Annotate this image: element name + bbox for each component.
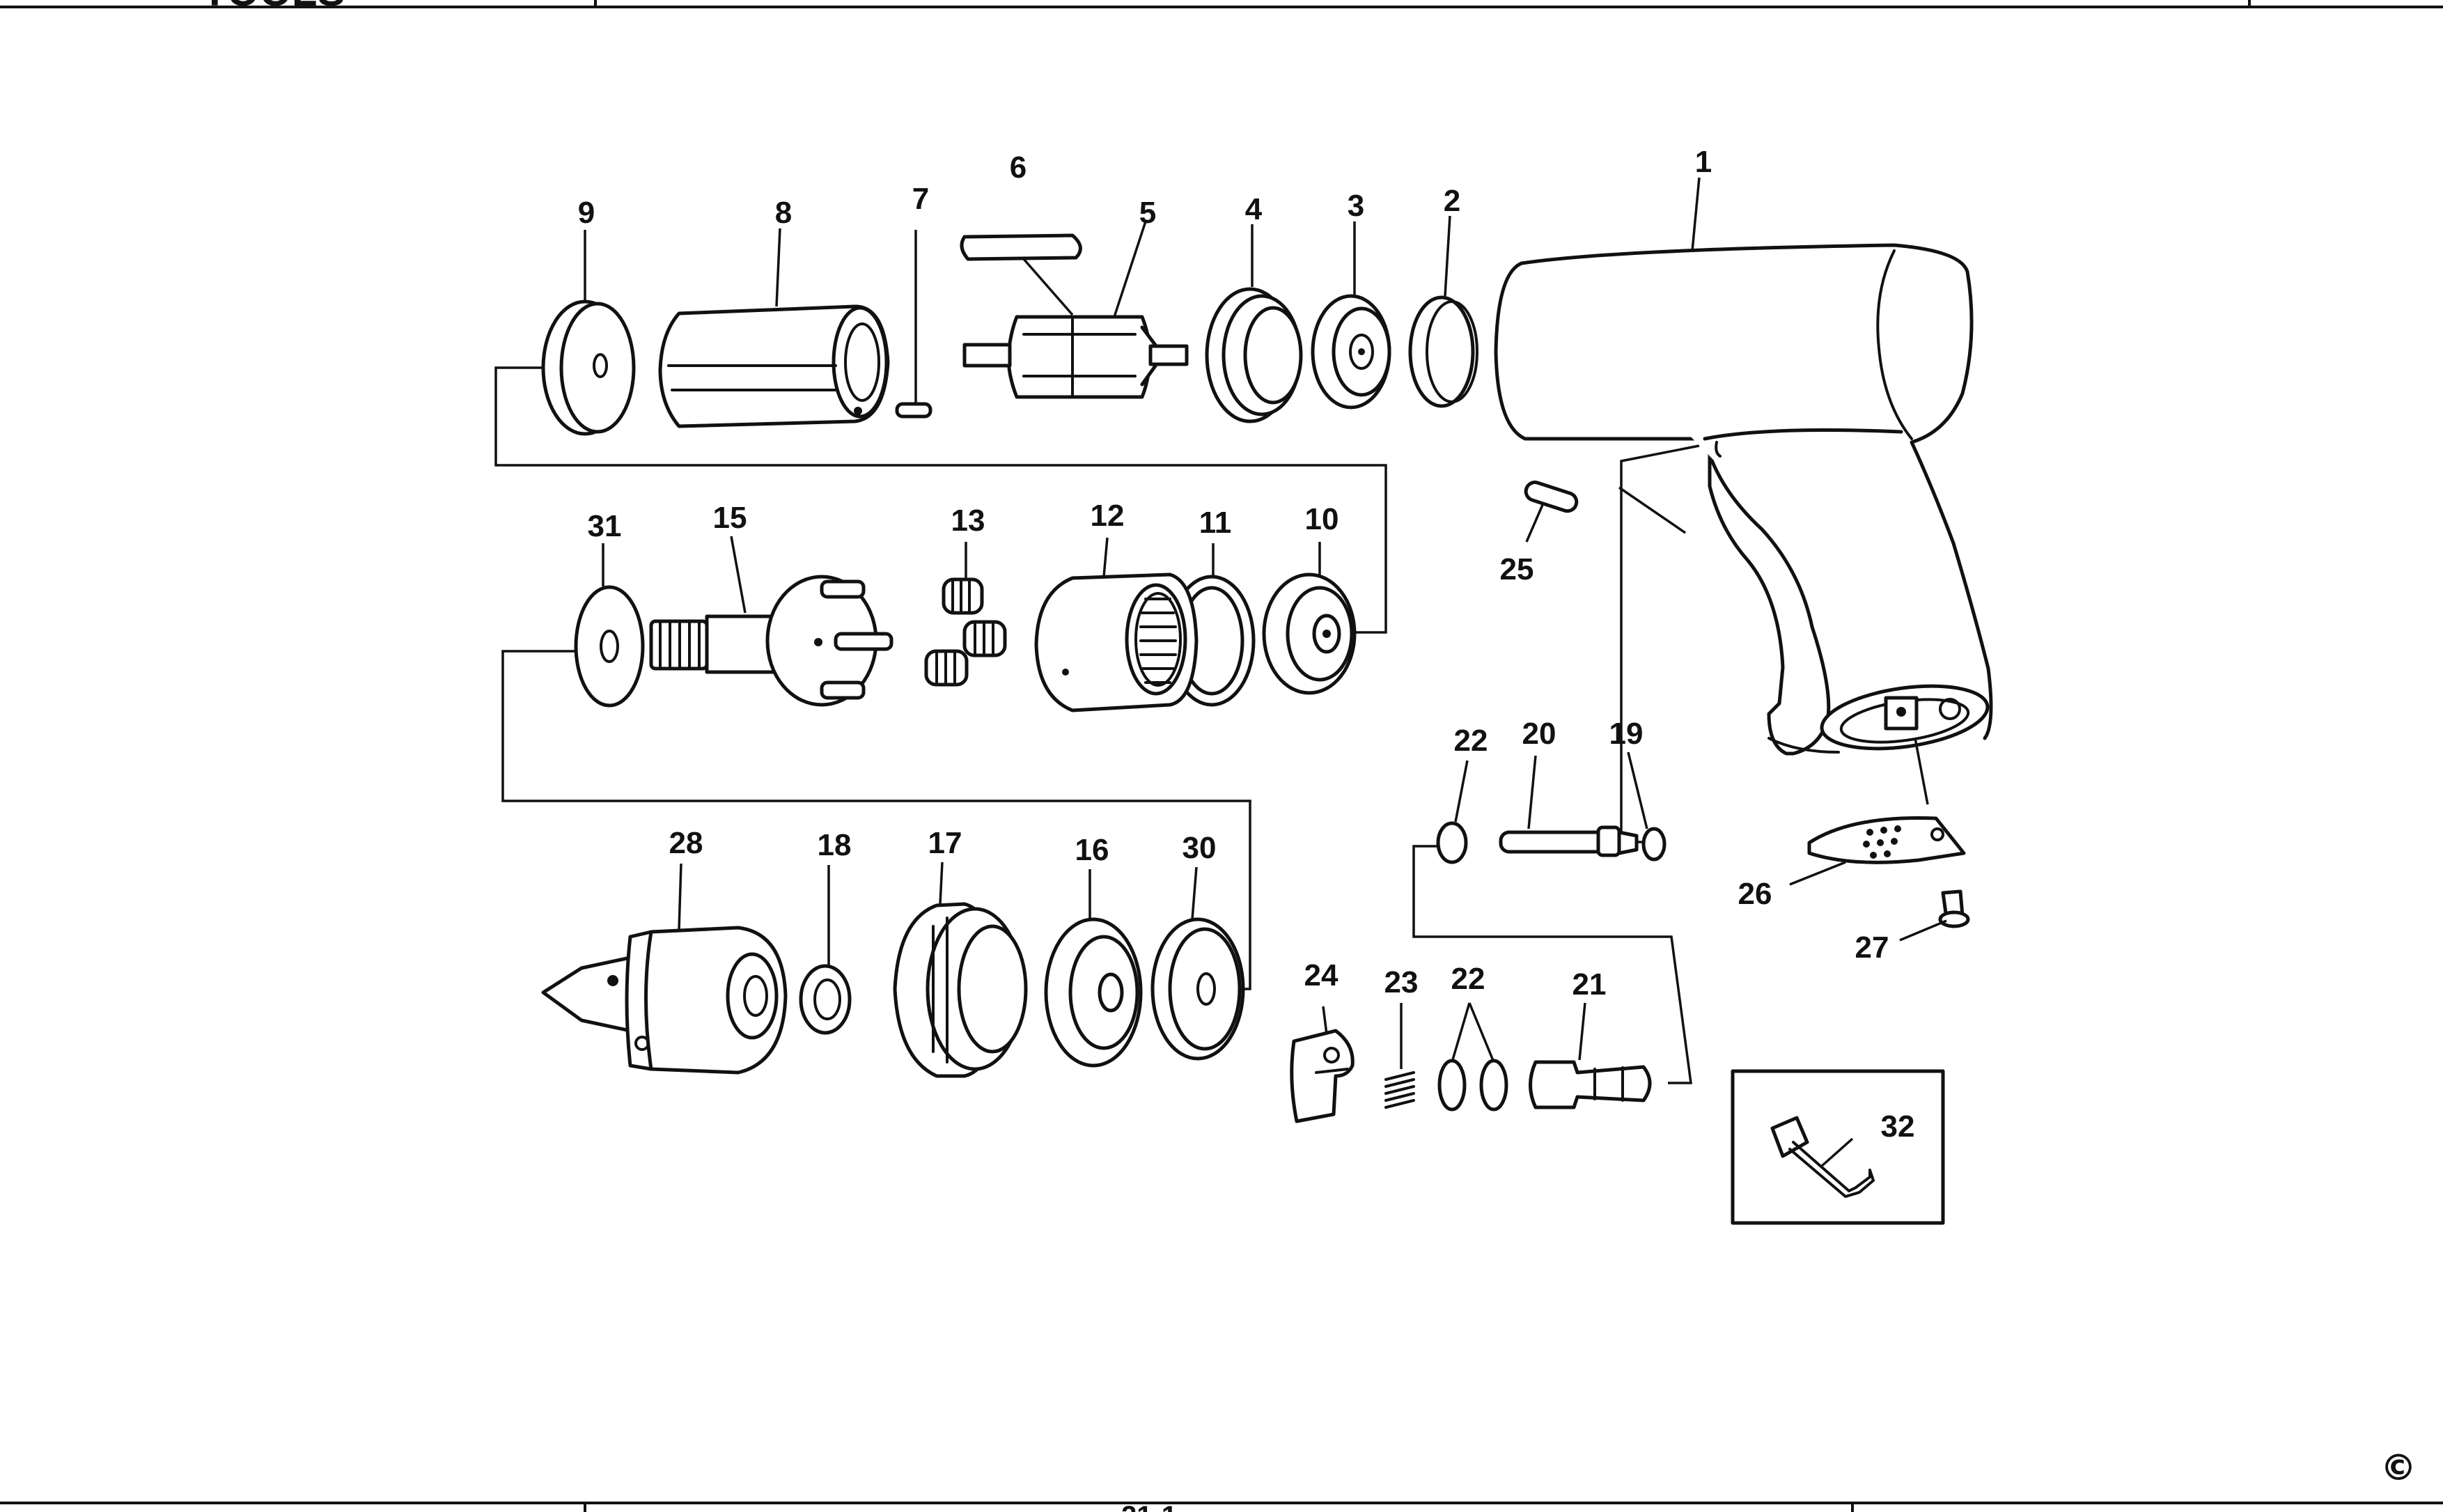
- callout-6: 6: [1010, 150, 1027, 185]
- part-24-trigger: [1290, 1006, 1355, 1123]
- callout-27: 27: [1855, 930, 1889, 965]
- part-4-end-plate: [1205, 287, 1303, 423]
- callout-9: 9: [578, 196, 595, 230]
- part-19-o-ring: [1641, 827, 1667, 862]
- part-7-pin: [895, 230, 932, 419]
- part-30-disc: [1150, 917, 1245, 1061]
- callout-13: 13: [951, 504, 985, 538]
- part-22-o-rings-pair: [1437, 1002, 1508, 1112]
- callout-11: 11: [1199, 506, 1232, 540]
- part-1-housing: [1494, 243, 1993, 805]
- callout-28: 28: [669, 826, 703, 860]
- part-26-exhaust-plate: [1789, 816, 1966, 886]
- copyright-symbol: ©: [2380, 1447, 2417, 1489]
- part-10-bearing: [1262, 572, 1357, 695]
- part-32-hex-key-box: [1731, 1069, 1945, 1225]
- header-brand-fragment: TOOLS: [202, 0, 345, 15]
- callout-8: 8: [775, 196, 792, 230]
- part-20-valve-stem: [1499, 825, 1639, 857]
- callout-4: 4: [1245, 192, 1263, 226]
- part-23-spring: [1384, 1003, 1415, 1109]
- callout-leaders: [584, 177, 1701, 1061]
- part-28-chuck: [541, 926, 788, 1075]
- callout-15: 15: [713, 501, 747, 535]
- callout-25: 25: [1500, 552, 1534, 586]
- callout-24: 24: [1304, 958, 1338, 992]
- callout-30: 30: [1183, 831, 1217, 865]
- part-16-bearing: [1044, 917, 1143, 1068]
- page-number: 21-1: [1121, 1501, 1177, 1512]
- callout-10: 10: [1305, 502, 1339, 536]
- part-13-planet-gears: [924, 577, 1007, 687]
- part-15-spindle: [649, 575, 893, 707]
- part-9-end-plate: [541, 299, 636, 436]
- callout-26: 26: [1738, 877, 1772, 911]
- part-17-ring-nut: [893, 902, 1028, 1078]
- part-6-vane: [960, 233, 1082, 316]
- callout-31: 31: [588, 509, 622, 543]
- callout-20: 20: [1522, 717, 1556, 751]
- callout-12: 12: [1091, 499, 1125, 533]
- callout-17: 17: [928, 826, 962, 860]
- callout-21: 21: [1572, 967, 1607, 1001]
- part-12-ring-gear: [1034, 572, 1199, 712]
- callout-18: 18: [818, 828, 852, 862]
- callout-22-lower: 22: [1451, 962, 1485, 996]
- part-2-seal-disc: [1408, 295, 1478, 408]
- callout-19: 19: [1609, 717, 1644, 751]
- part-31-washer: [574, 585, 645, 708]
- callout-3: 3: [1348, 189, 1364, 223]
- part-18-collar: [799, 964, 852, 1035]
- callout-5: 5: [1139, 196, 1156, 230]
- callout-23: 23: [1384, 965, 1419, 999]
- part-21-valve: [1529, 1060, 1652, 1109]
- part-5-rotor: [962, 221, 1189, 399]
- part-3-bearing: [1311, 294, 1391, 410]
- part-22-o-ring: [1436, 821, 1468, 864]
- part-25-pin: [1524, 481, 1579, 543]
- callout-2: 2: [1444, 184, 1460, 218]
- callout-1: 1: [1695, 145, 1712, 179]
- callout-numbers: 1 2 3 4 5 6 7 8 9 10 11 12 13 15 16 17 1…: [578, 145, 1915, 1144]
- callout-32: 32: [1881, 1109, 1915, 1144]
- callout-16: 16: [1075, 833, 1109, 867]
- callout-22-upper: 22: [1454, 724, 1488, 758]
- callout-7: 7: [912, 182, 929, 216]
- part-8-cylinder: [658, 304, 890, 428]
- part-27-screw: [1899, 889, 1970, 942]
